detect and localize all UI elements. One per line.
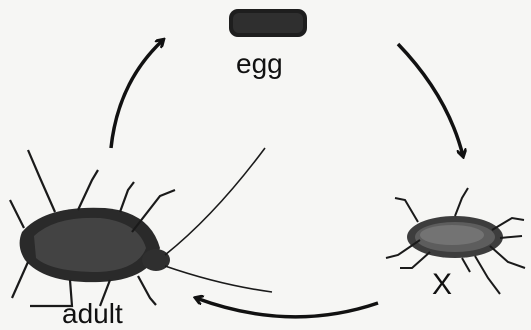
arrow-adult-to-egg (111, 40, 163, 148)
stage-label-x: X (432, 270, 452, 300)
stage-label-adult: adult (62, 300, 123, 328)
egg-image (229, 9, 307, 37)
arrow-x-to-adult (196, 298, 378, 317)
stage-label-egg: egg (236, 50, 283, 78)
arrow-egg-to-x (398, 44, 463, 156)
adult-image (10, 148, 272, 306)
nymph-image (386, 188, 525, 294)
